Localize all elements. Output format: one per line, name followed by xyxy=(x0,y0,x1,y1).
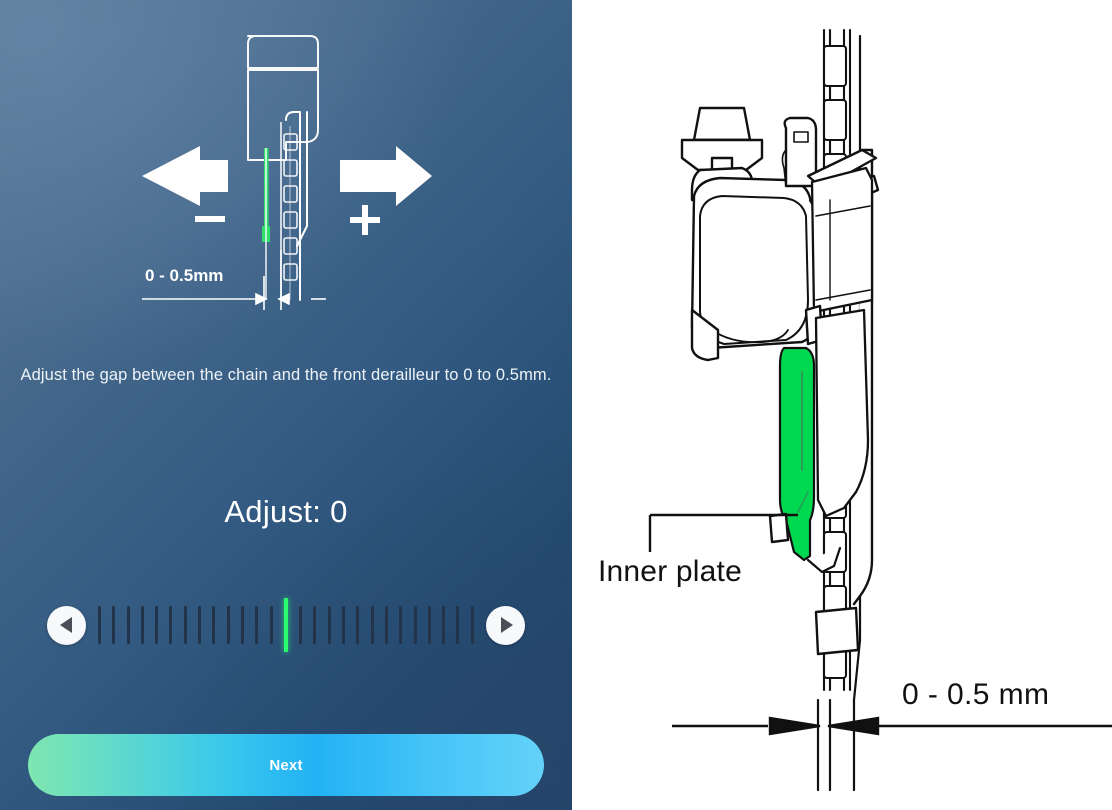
slider-tick[interactable] xyxy=(356,606,360,644)
instruction-text: Adjust the gap between the chain and the… xyxy=(20,366,552,384)
slider-tick[interactable] xyxy=(370,606,374,644)
triangle-left-icon xyxy=(59,617,72,633)
dimension-line xyxy=(142,250,326,310)
slider-tick[interactable] xyxy=(155,606,159,644)
slider-tick[interactable] xyxy=(112,606,116,644)
right-reference-panel: Inner plate 0 - 0.5 mm xyxy=(572,0,1112,810)
gap-dimension-label: 0 - 0.5 mm xyxy=(902,678,1050,711)
inner-plate-label: Inner plate xyxy=(598,555,742,588)
plus-sign xyxy=(350,205,380,235)
slider-tick[interactable] xyxy=(399,606,403,644)
slider-tick[interactable] xyxy=(327,606,331,644)
left-instruction-panel: 0 - 0.5mm Adjust the gap between the cha… xyxy=(0,0,572,810)
decrement-button[interactable] xyxy=(47,605,86,645)
slider-tick[interactable] xyxy=(470,606,474,644)
slider-tick[interactable] xyxy=(226,606,230,644)
slider-tick[interactable] xyxy=(169,606,173,644)
slider-tick[interactable] xyxy=(413,606,417,644)
minus-sign xyxy=(195,216,225,222)
increment-button[interactable] xyxy=(486,605,525,645)
slider-tick[interactable] xyxy=(198,606,202,644)
gap-dimension-line xyxy=(672,716,1112,736)
triangle-right-icon xyxy=(501,617,513,633)
slider-tick[interactable] xyxy=(98,606,101,644)
inner-plate-leader-line xyxy=(648,513,798,552)
next-button[interactable]: Next xyxy=(28,734,544,796)
slider-tick-active[interactable] xyxy=(283,598,288,652)
slider-tick[interactable] xyxy=(342,606,346,644)
diagram-dimension-label: 0 - 0.5mm xyxy=(145,266,224,285)
slider-tick[interactable] xyxy=(240,606,244,644)
slider-tick[interactable] xyxy=(313,606,317,644)
adjust-value-readout: Adjust: 0 xyxy=(224,494,348,529)
slider-tick[interactable] xyxy=(183,606,187,644)
slider-tick[interactable] xyxy=(212,606,216,644)
decrease-arrow xyxy=(142,146,228,206)
slider-tick[interactable] xyxy=(384,606,388,644)
slider-tick[interactable] xyxy=(255,606,259,644)
slider-tick[interactable] xyxy=(299,606,303,644)
slider-tick[interactable] xyxy=(456,606,460,644)
increase-arrow xyxy=(340,146,432,206)
slider-tick[interactable] xyxy=(269,606,273,644)
derailleur-gap-diagram xyxy=(142,35,432,310)
adjust-slider-row xyxy=(0,598,572,652)
front-derailleur-technical-drawing xyxy=(648,28,1112,792)
slider-tick[interactable] xyxy=(427,606,431,644)
next-button-label: Next xyxy=(269,756,303,774)
slider-tick[interactable] xyxy=(126,606,130,644)
adjust-slider-track[interactable] xyxy=(98,598,474,652)
slider-tick[interactable] xyxy=(140,606,144,644)
slider-tick[interactable] xyxy=(442,606,446,644)
